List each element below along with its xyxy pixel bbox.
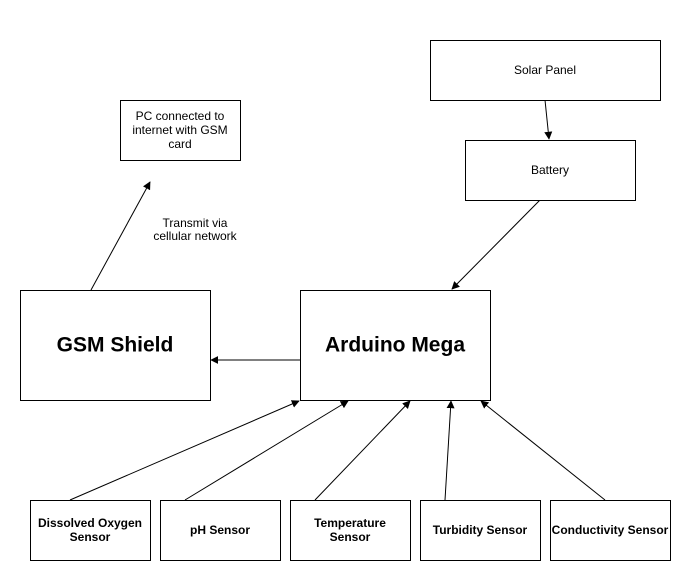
solar-panel-box: Solar Panel <box>430 40 661 101</box>
conductivity-sensor-rect <box>550 500 671 561</box>
gsm-shield-label-line: GSM Shield <box>57 334 174 357</box>
do-sensor-rect <box>30 500 151 561</box>
arrow-ph-sensor-to-arduino-mega <box>184 400 349 501</box>
temp-sensor-rect <box>290 500 411 561</box>
battery-rect <box>465 140 636 201</box>
arduino-mega-label-line: Arduino Mega <box>325 334 465 357</box>
pc-rect <box>120 100 241 161</box>
solar-panel-rect <box>430 40 661 101</box>
gsm-shield-rect <box>20 290 211 401</box>
edges-layer <box>69 99 606 501</box>
arduino-mega-box: Arduino Mega <box>300 290 491 401</box>
solar-panel-label-line: Solar Panel <box>514 63 576 77</box>
pc-label-line: PC connected to <box>136 109 225 123</box>
ph-sensor-label-line: pH Sensor <box>190 523 250 537</box>
battery-box: Battery <box>465 140 636 201</box>
arrow-gsm-shield-to-pc <box>90 181 151 291</box>
arrow-turbidity-sensor-to-arduino-mega <box>444 400 455 501</box>
ph-sensor-rect <box>160 500 281 561</box>
ph-sensor-box: pH Sensor <box>160 500 281 561</box>
conductivity-sensor-box: Conductivity Sensor <box>550 500 671 561</box>
edge-label-gsm-shield-to-pc: Transmit via <box>163 216 228 230</box>
temp-sensor-label-line: Temperature <box>314 516 386 530</box>
arrow-battery-to-arduino-mega <box>451 199 541 290</box>
pc-label-line: internet with GSM <box>132 123 227 137</box>
conductivity-sensor-label-line: Conductivity Sensor <box>552 523 669 537</box>
turbidity-sensor-box: Turbidity Sensor <box>420 500 541 561</box>
arrow-solar-panel-to-battery <box>544 99 553 140</box>
battery-label-line: Battery <box>531 163 569 177</box>
turbidity-sensor-rect <box>420 500 541 561</box>
edge-label-gsm-shield-to-pc: cellular network <box>153 229 237 243</box>
arrow-temp-sensor-to-arduino-mega <box>314 400 411 501</box>
arrow-conductivity-sensor-to-arduino-mega <box>480 400 606 501</box>
gsm-shield-box: GSM Shield <box>20 290 211 401</box>
do-sensor-label-line: Dissolved Oxygen <box>38 516 142 530</box>
arduino-mega-rect <box>300 290 491 401</box>
temp-sensor-label-line: Sensor <box>330 530 371 544</box>
turbidity-sensor-label-line: Turbidity Sensor <box>433 523 528 537</box>
pc-label-line: card <box>168 137 191 151</box>
arrow-do-sensor-to-arduino-mega <box>69 400 300 501</box>
do-sensor-label-line: Sensor <box>70 530 111 544</box>
